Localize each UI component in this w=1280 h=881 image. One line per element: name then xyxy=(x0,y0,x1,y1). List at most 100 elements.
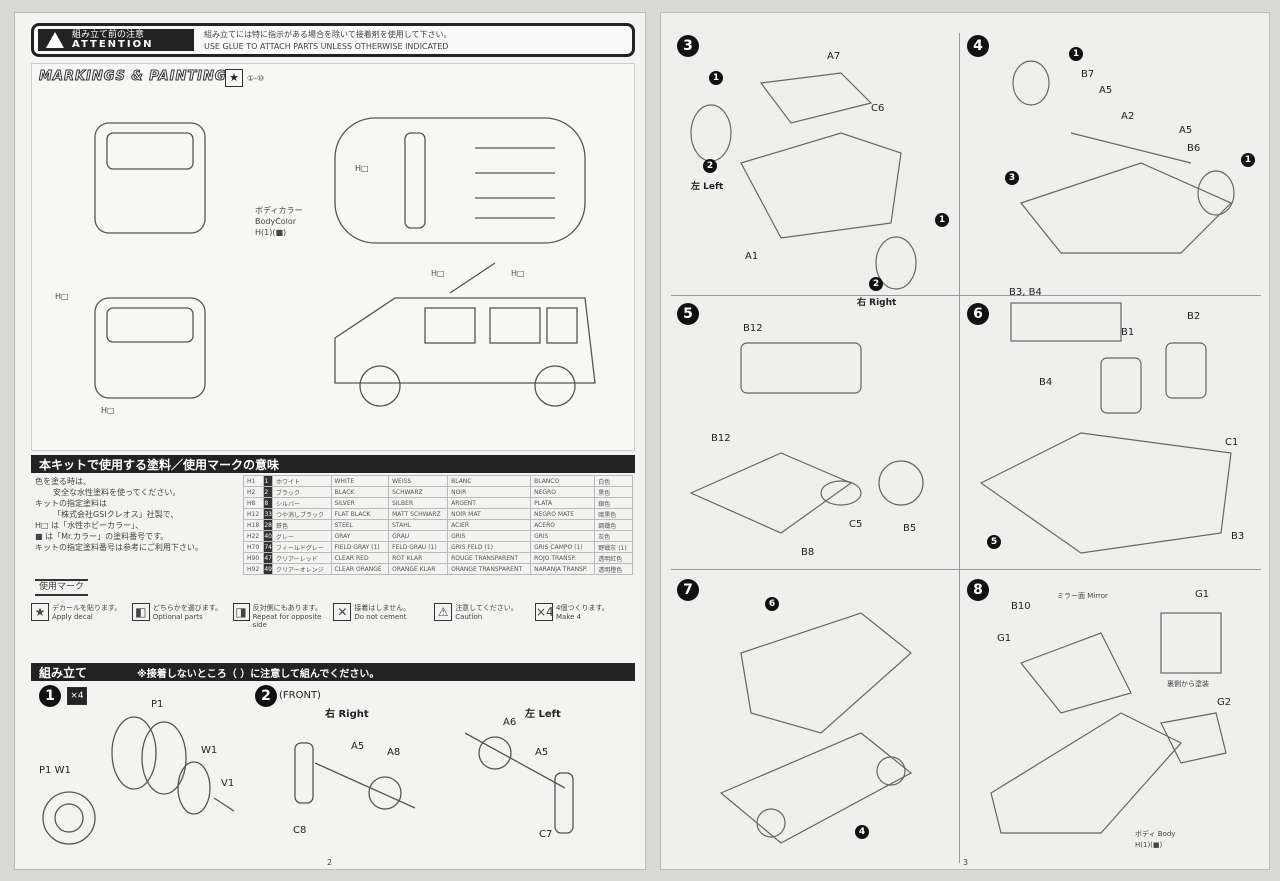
attention-jp: 組み立て前の注意 xyxy=(72,30,145,40)
subassembly-1-ref: 1 xyxy=(1241,153,1255,167)
note: キットの指定塗料は xyxy=(35,499,107,508)
part-label: B12 xyxy=(711,433,731,444)
part-label: B5 xyxy=(903,523,917,534)
mark-legend-item: ★デカールを貼ります。Apply decal xyxy=(31,603,131,653)
marks-legend: ★デカールを貼ります。Apply decal◧どちらかを選びます。Optiona… xyxy=(31,603,635,653)
body-color-jp: ボディカラー xyxy=(255,206,303,215)
mark-legend-item: ◨反対側にもあります。Repeat for opposite side xyxy=(232,603,333,653)
paint-cell: FIELD GRAY (1) xyxy=(330,541,390,553)
paint-cell: ROUGE TRANSPARENT xyxy=(447,552,532,564)
note: 安全な水性塗料を使ってください。 xyxy=(53,488,181,497)
part-label: B10 xyxy=(1011,601,1031,612)
mark-legend-item: ✕接着はしません。Do not cement xyxy=(333,603,433,653)
paint-cell: ブラック xyxy=(272,486,332,498)
paint-cell: ホワイト xyxy=(272,475,332,487)
assembly-section-title: 組み立て ※接着しないところ（ ）に注意して組んでください。 xyxy=(31,663,635,681)
mr-color-code: 47 xyxy=(263,552,273,564)
left-label: 左 Left xyxy=(525,709,561,720)
paint-cell: グレー xyxy=(272,530,332,542)
part-label: A7 xyxy=(827,51,841,62)
paint-cell: 白色 xyxy=(594,475,633,487)
paint-cell: つや消しブラック xyxy=(272,508,332,520)
part-label: G2 xyxy=(1217,697,1232,708)
mark-legend-item: ◧どちらかを選びます。Optional parts xyxy=(131,603,232,653)
paint-cell: ACERO xyxy=(530,519,596,531)
mark-en: Caution xyxy=(455,613,483,621)
mark-legend-item: ⚠注意してください。Caution xyxy=(434,603,534,653)
part-label: B1 xyxy=(1121,327,1135,338)
paint-cell: CLEAR RED xyxy=(330,552,390,564)
paint-notes: 色を塗る時は、 安全な水性塗料を使ってください。 キットの指定塗料は 「株式会社… xyxy=(35,476,245,553)
paint-cell: 透明橙色 xyxy=(594,563,633,575)
note: 「株式会社GSIクレオス」社製で、 xyxy=(53,510,179,519)
part-label: B7 xyxy=(1081,69,1095,80)
divider xyxy=(671,569,1261,570)
paint-cell: PLATA xyxy=(530,497,596,509)
mark-en: Apply decal xyxy=(52,613,93,621)
paint-cell: GRIS xyxy=(530,530,596,542)
assembly-title: 組み立て xyxy=(39,666,88,680)
part-label: A8 xyxy=(387,747,401,758)
step-8-number: 8 xyxy=(967,579,989,601)
choice-icon: ◧ xyxy=(131,603,150,621)
part-label: B8 xyxy=(801,547,815,558)
part-label: A1 xyxy=(745,251,759,262)
attention-text: 組み立てには特に指示がある場合を除いて接着剤を使用して下さい。 USE GLUE… xyxy=(204,29,452,53)
paint-cell: NEGRO xyxy=(530,486,596,498)
left-label: 左 Left xyxy=(691,182,724,192)
instruction-page-left: 組み立て前の注意 ATTENTION 組み立てには特に指示がある場合を除いて接着… xyxy=(14,12,646,870)
paint-cell: H92 xyxy=(242,563,265,575)
subassembly-1-ref: 1 xyxy=(935,213,949,227)
assembly-note: ※接着しないところ（ ）に注意して組んでください。 xyxy=(137,669,380,680)
paint-cell: 黒色 xyxy=(594,486,633,498)
subassembly-5-ref: 5 xyxy=(987,535,1001,549)
x4-icon: ×4 xyxy=(67,687,87,705)
car-side-view xyxy=(334,297,596,384)
paint-cell: GRIS FELD (1) xyxy=(447,541,532,553)
warning-icon: ⚠ xyxy=(434,603,453,621)
markings-panel xyxy=(31,63,635,451)
paint-callout: H□ xyxy=(55,292,69,301)
part-label: G1 xyxy=(1195,589,1210,600)
paint-cell: H18 xyxy=(242,519,265,531)
paint-cell: H22 xyxy=(242,530,265,542)
part-label: P1 W1 xyxy=(39,765,71,776)
body-color-en: BodyColor xyxy=(255,217,297,226)
car-top-view xyxy=(334,117,586,244)
paint-cell: STEEL xyxy=(330,519,390,531)
part-label: W1 xyxy=(201,745,218,756)
mark-en: Repeat for opposite side xyxy=(252,613,322,629)
paint-cell: 透明紅色 xyxy=(594,552,633,564)
paint-cell: GRIS xyxy=(447,530,532,542)
step-1-number: 1 xyxy=(39,685,61,707)
part-label: A5 xyxy=(1099,85,1113,96)
part-label: A2 xyxy=(1121,111,1135,122)
mr-color-code: 74 xyxy=(263,541,273,553)
front-label: (FRONT) xyxy=(279,690,321,701)
paint-cell: ROT KLAR xyxy=(388,552,449,564)
divider xyxy=(671,295,1261,296)
paint-cell: STAHL xyxy=(388,519,449,531)
right-label: 右 Right xyxy=(857,298,897,308)
step-4-number: 4 xyxy=(967,35,989,57)
subassembly-4-ref: 4 xyxy=(855,825,869,839)
paint-cell: ARGENT xyxy=(447,497,532,509)
mr-color-code: 33 xyxy=(263,508,273,520)
paint-callout: H□ xyxy=(101,406,115,415)
no-glue-icon: ✕ xyxy=(333,603,352,621)
paint-cell: 暗黒色 xyxy=(594,508,633,520)
part-label: G1 xyxy=(997,633,1012,644)
part-label: V1 xyxy=(221,778,235,789)
paint-cell: ORANGE KLAR xyxy=(388,563,449,575)
paint-cell: 灰色 xyxy=(594,530,633,542)
instruction-page-right: 3 A7 C6 A1 左 Left 右 Right 1 2 1 2 4 B7 A… xyxy=(660,12,1270,870)
paint-cell: 銀色 xyxy=(594,497,633,509)
subassembly-3-ref: 3 xyxy=(1005,171,1019,185)
